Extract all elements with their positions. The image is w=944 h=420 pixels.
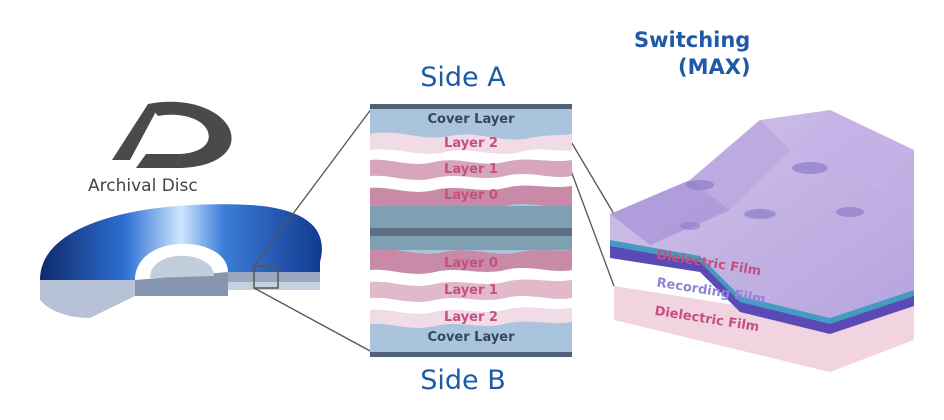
switching-title: Switching: [634, 28, 751, 52]
zoom-line-right-bottom: [569, 167, 615, 287]
film-structure-3d: [610, 110, 914, 372]
switching-max: (MAX): [678, 55, 751, 79]
zoom-line-bottom: [253, 287, 373, 353]
side-b-cover-layer: Cover Layer: [427, 330, 515, 345]
archival-disc-logo: [112, 101, 232, 168]
zoom-line-right-top: [569, 139, 615, 215]
logo-label: Archival Disc: [88, 176, 198, 196]
side-a-title: Side A: [420, 62, 506, 93]
side-a-layer-1: Layer 1: [444, 162, 498, 177]
disc-illustration: [40, 204, 322, 318]
side-a-cover-layer: Cover Layer: [427, 112, 515, 127]
side-b-layer-2: Layer 2: [444, 310, 498, 325]
zoom-line-top: [253, 107, 373, 267]
side-b-layer-1: Layer 1: [444, 283, 498, 298]
side-a-layer-2: Layer 2: [444, 136, 498, 151]
cross-section-panel: [370, 104, 572, 357]
side-b-title: Side B: [420, 365, 506, 396]
side-a-layer-0: Layer 0: [444, 188, 498, 203]
side-b-layer-0: Layer 0: [444, 256, 498, 271]
